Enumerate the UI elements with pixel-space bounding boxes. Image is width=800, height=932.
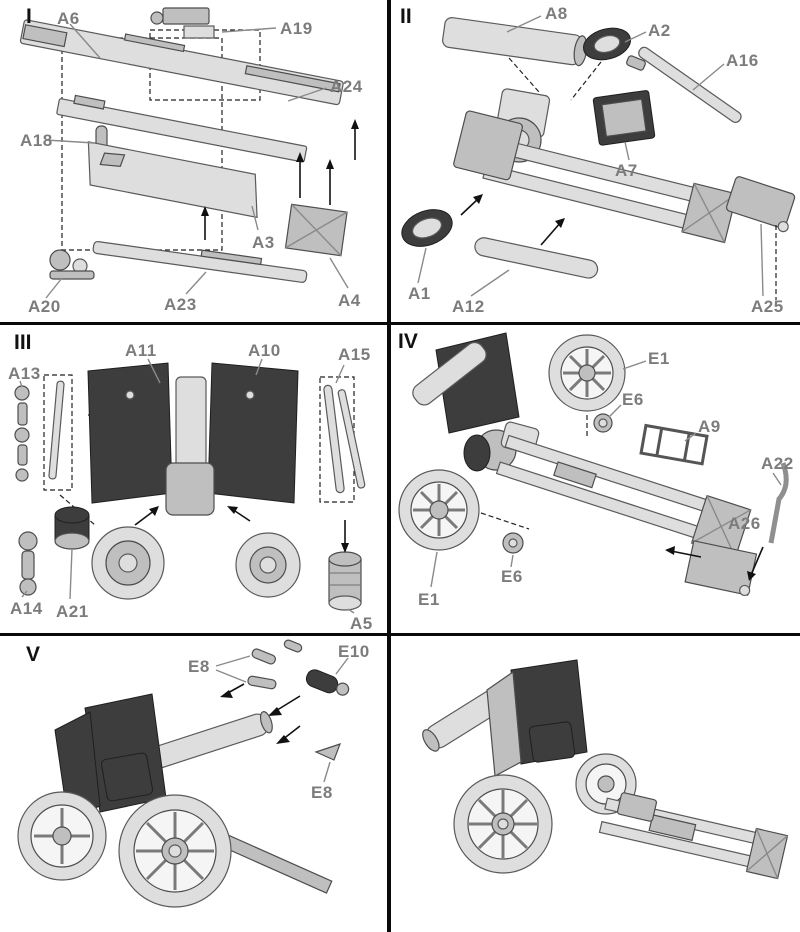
part-label-A23: A23 [164,295,197,314]
part-label-A18: A18 [20,131,53,150]
part-label-A26: A26 [728,514,761,533]
panel-V-illustration [17,639,350,908]
part-label-A10: A10 [248,341,281,360]
panel-numeral-I: I [26,5,32,28]
part-label-E8-bottom: E8 [311,783,333,802]
panel-IV: IV E1 E6 A9 A22 A26 E6 E1 [391,325,800,633]
panel-III-illustration [14,358,366,614]
part-label-E10: E10 [338,642,370,661]
vertical-divider [387,0,391,932]
panel-I-illustration [19,7,359,299]
part-label-A11: A11 [125,341,157,360]
panel-VI-illustration [422,659,789,880]
panel-V: V E8 E10 E8 [0,636,387,932]
part-label-A1: A1 [408,284,431,303]
part-label-E8-top: E8 [188,657,210,676]
panel-III: III A11 A10 A15 A13 A14 A21 A5 [0,325,387,633]
panel-numeral-V: V [26,643,41,666]
part-label-A20: A20 [28,297,61,316]
part-label-A4: A4 [338,291,361,310]
part-label-A3: A3 [252,233,275,252]
part-label-A14: A14 [10,599,43,618]
part-label-A9: A9 [698,417,721,436]
part-label-A25: A25 [751,297,784,316]
part-label-A12: A12 [452,297,485,316]
part-label-A15: A15 [338,345,371,364]
part-label-A21: A21 [56,602,89,621]
horizontal-divider-1 [0,322,800,325]
panel-II: II A8 A2 A16 A7 A1 A12 A25 [391,0,800,322]
part-label-A24: A24 [330,77,363,96]
panel-II-illustration [401,15,796,300]
horizontal-divider-2 [0,633,800,636]
panel-VI [391,636,800,932]
panel-numeral-IV: IV [398,330,418,353]
part-label-E1-top: E1 [648,349,670,368]
part-label-E1-bottom: E1 [418,590,440,609]
part-label-A5: A5 [350,614,373,633]
part-label-E6-bottom: E6 [501,567,523,586]
part-label-A7: A7 [615,161,638,180]
panel-numeral-II: II [400,5,412,28]
part-label-E6-top: E6 [622,390,644,409]
part-label-A19: A19 [280,19,313,38]
panel-I: I A6 A19 A24 A18 A3 A20 A23 A4 [0,0,387,322]
panel-IV-illustration [398,332,789,597]
part-label-A2: A2 [648,21,671,40]
part-label-A16: A16 [726,51,759,70]
part-label-A8: A8 [545,4,568,23]
part-label-A13: A13 [8,364,41,383]
part-label-A22: A22 [761,454,794,473]
panel-numeral-III: III [14,331,32,354]
part-label-A6: A6 [57,9,80,28]
